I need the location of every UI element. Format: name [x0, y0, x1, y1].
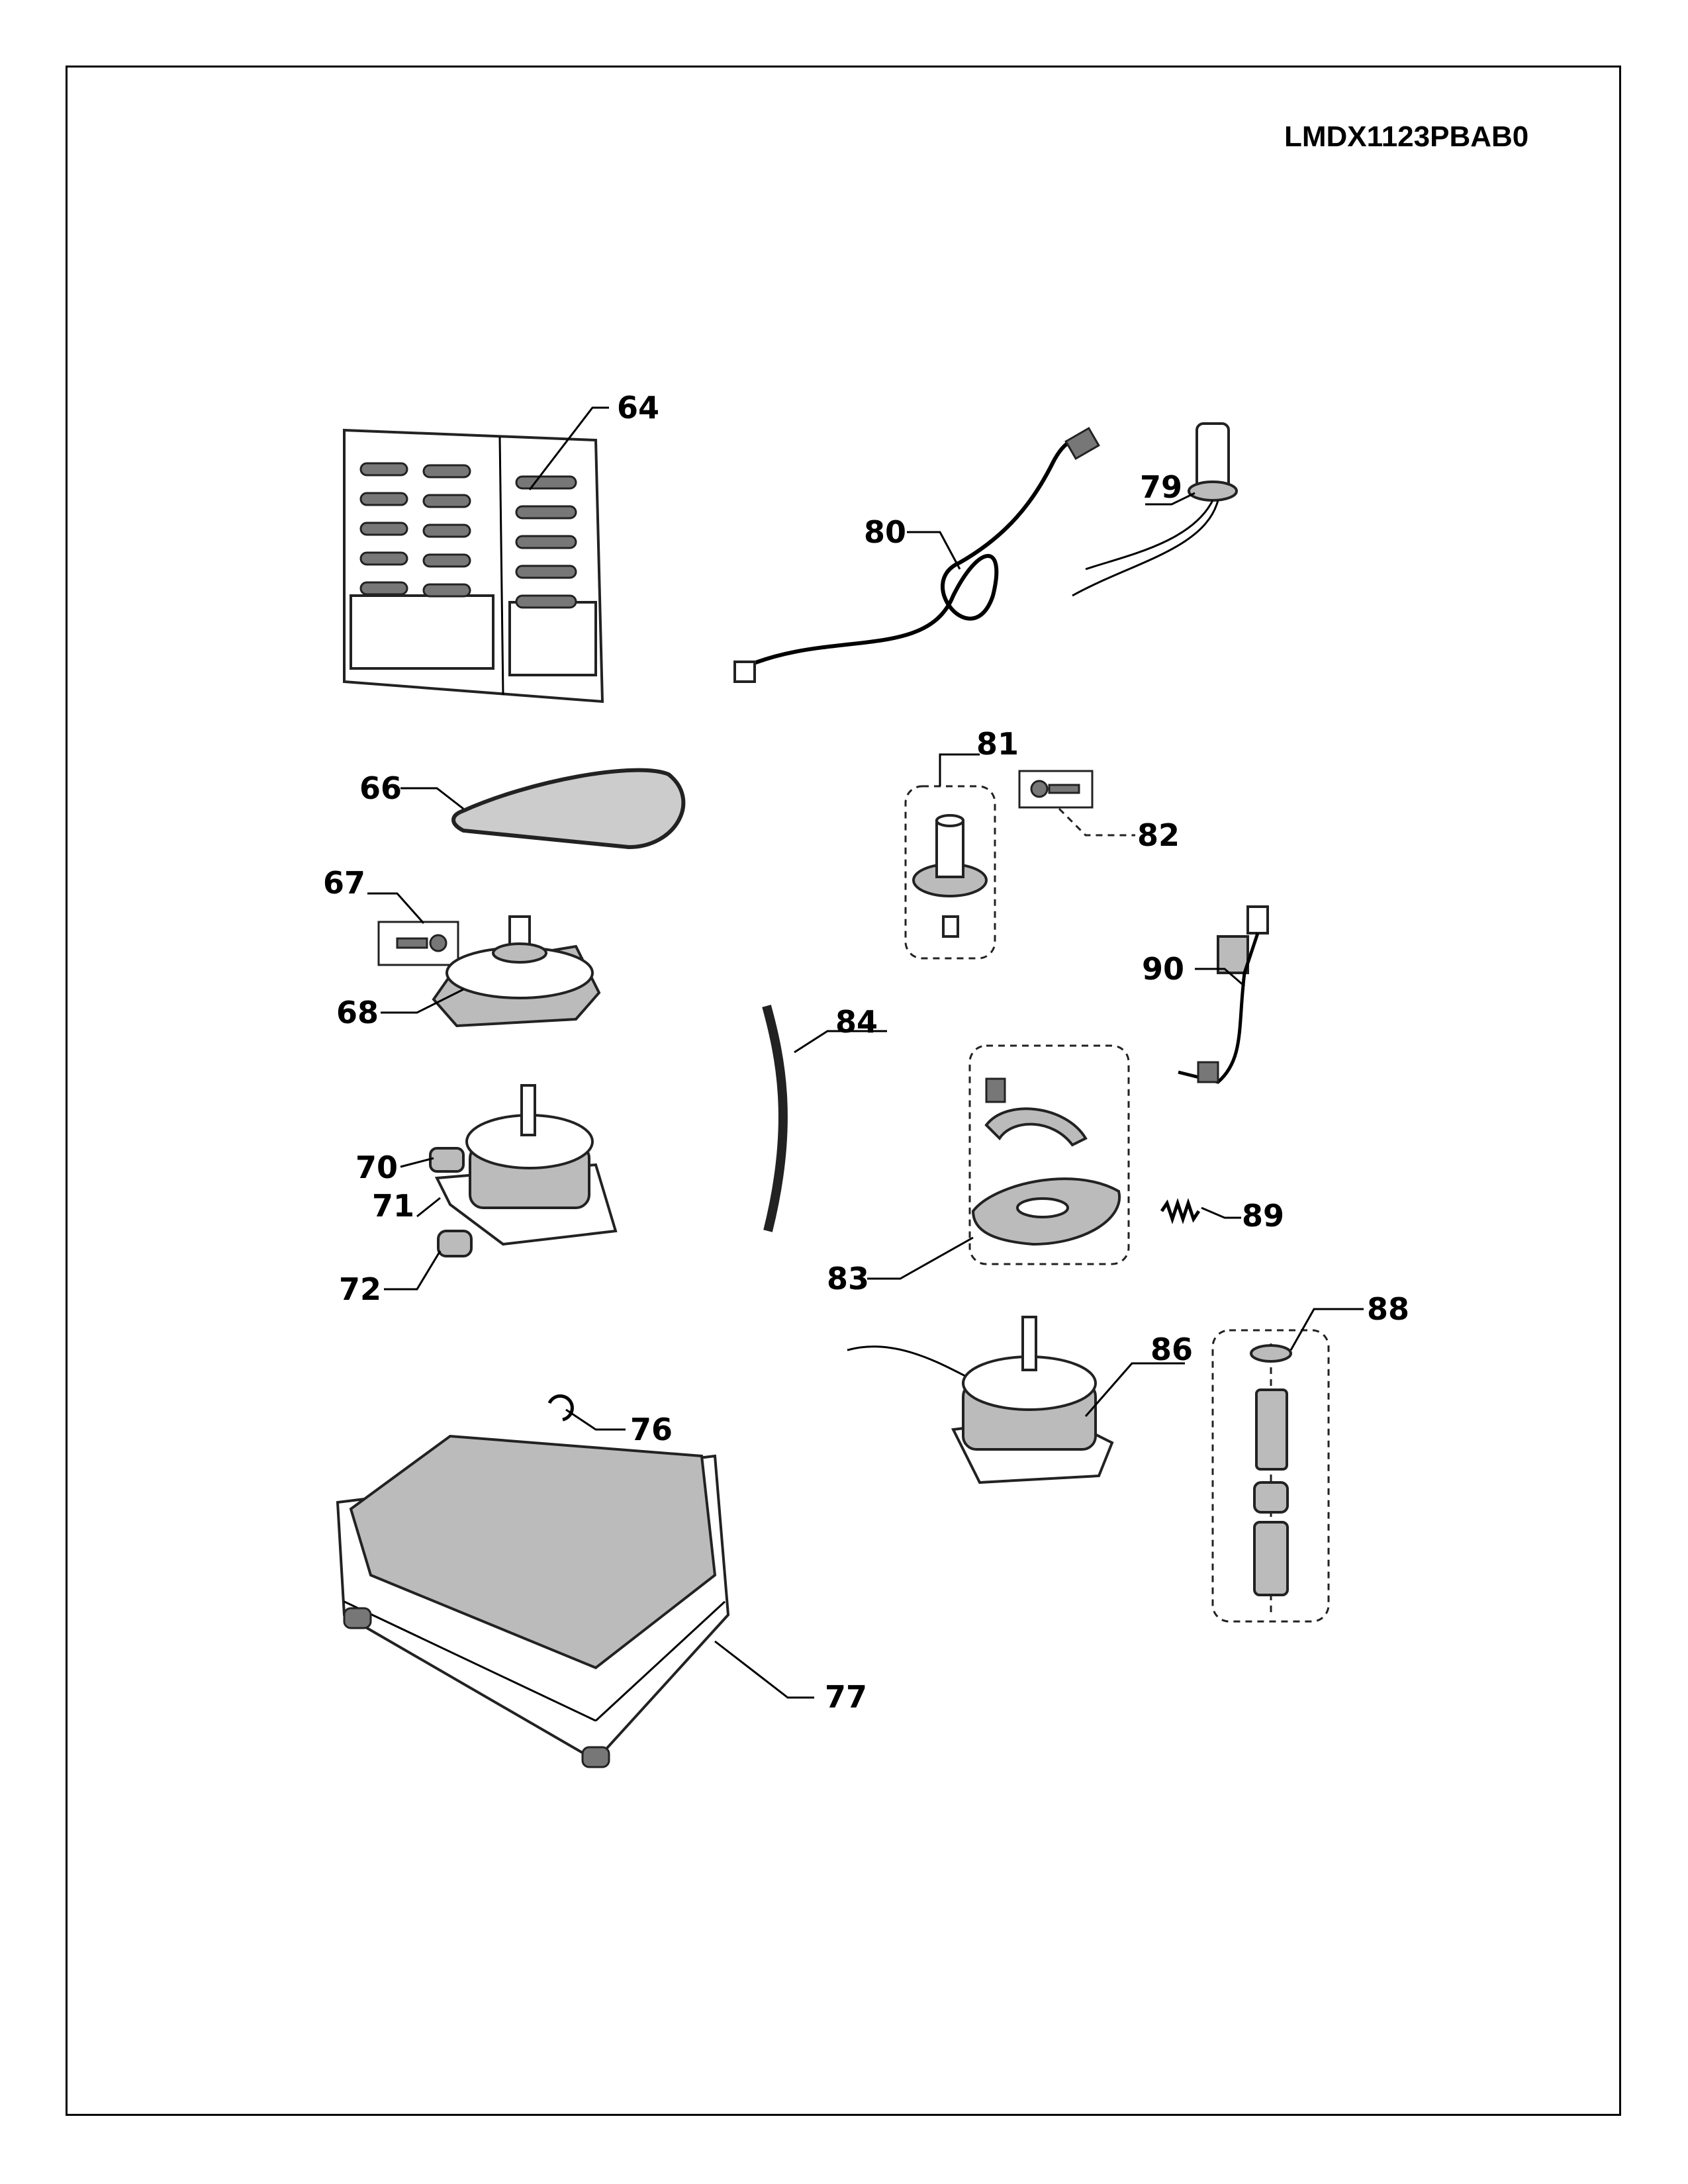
- part-64-grille: [343, 428, 604, 704]
- leader-90: [1195, 968, 1245, 987]
- leader-66: [400, 787, 464, 810]
- part-67-screw: [377, 921, 459, 966]
- part-66-belt: [451, 768, 686, 850]
- callout-64: 64: [617, 390, 659, 426]
- callout-81: 81: [976, 726, 1019, 762]
- callout-83: 83: [827, 1261, 869, 1297]
- callout-67: 67: [323, 865, 365, 901]
- leader-79: [1145, 492, 1196, 506]
- leader-71: [416, 1197, 441, 1218]
- callout-82: 82: [1137, 817, 1180, 853]
- leader-70: [400, 1157, 434, 1168]
- part-70-bushing: [429, 1147, 465, 1173]
- part-88-shaft-assembly: [1211, 1329, 1330, 1623]
- part-80-power-cord: [733, 426, 1100, 683]
- callout-71: 71: [372, 1188, 414, 1224]
- callout-84: 84: [835, 1004, 878, 1040]
- leader-86: [1084, 1362, 1185, 1417]
- part-77-base: [336, 1434, 730, 1768]
- leader-76: [565, 1408, 626, 1431]
- leader-80: [907, 531, 961, 570]
- callout-88: 88: [1367, 1291, 1409, 1327]
- leader-89: [1201, 1206, 1241, 1219]
- callout-79: 79: [1140, 469, 1182, 505]
- leader-77: [714, 1640, 814, 1699]
- part-82-bolt: [1018, 770, 1094, 809]
- part-90-harness: [1178, 905, 1269, 1084]
- part-89-spring: [1160, 1198, 1201, 1224]
- callout-70: 70: [355, 1150, 398, 1185]
- part-84-rod: [762, 1005, 788, 1232]
- callout-77: 77: [825, 1679, 867, 1715]
- callout-68: 68: [336, 995, 379, 1030]
- callout-76: 76: [630, 1412, 673, 1447]
- part-79-sensor: [1072, 422, 1238, 597]
- part-81-hub-assembly: [904, 785, 996, 960]
- leader-67: [367, 892, 425, 924]
- part-68-pulley: [432, 915, 601, 1028]
- part-72-bushing: [437, 1230, 473, 1257]
- part-86-drain-motor: [847, 1316, 1114, 1484]
- callout-80: 80: [864, 514, 906, 550]
- part-83-brake-assembly: [968, 1044, 1130, 1265]
- callout-89: 89: [1242, 1198, 1284, 1234]
- leader-88: [1289, 1308, 1364, 1351]
- callout-90: 90: [1142, 951, 1184, 987]
- leader-68: [381, 988, 464, 1014]
- part-71-motor: [434, 1084, 618, 1246]
- leader-84: [794, 1030, 887, 1054]
- page-border: [66, 66, 1621, 2116]
- leader-81: [939, 753, 980, 786]
- leader-64: [528, 406, 609, 490]
- callout-86: 86: [1150, 1332, 1193, 1367]
- callout-72: 72: [339, 1271, 381, 1307]
- part-76-clip: [547, 1394, 574, 1422]
- leader-83: [867, 1236, 974, 1280]
- model-number: LMDX1123PBAB0: [1284, 120, 1529, 153]
- leader-82: [1058, 807, 1135, 837]
- leader-72: [384, 1250, 442, 1291]
- callout-66: 66: [359, 770, 402, 806]
